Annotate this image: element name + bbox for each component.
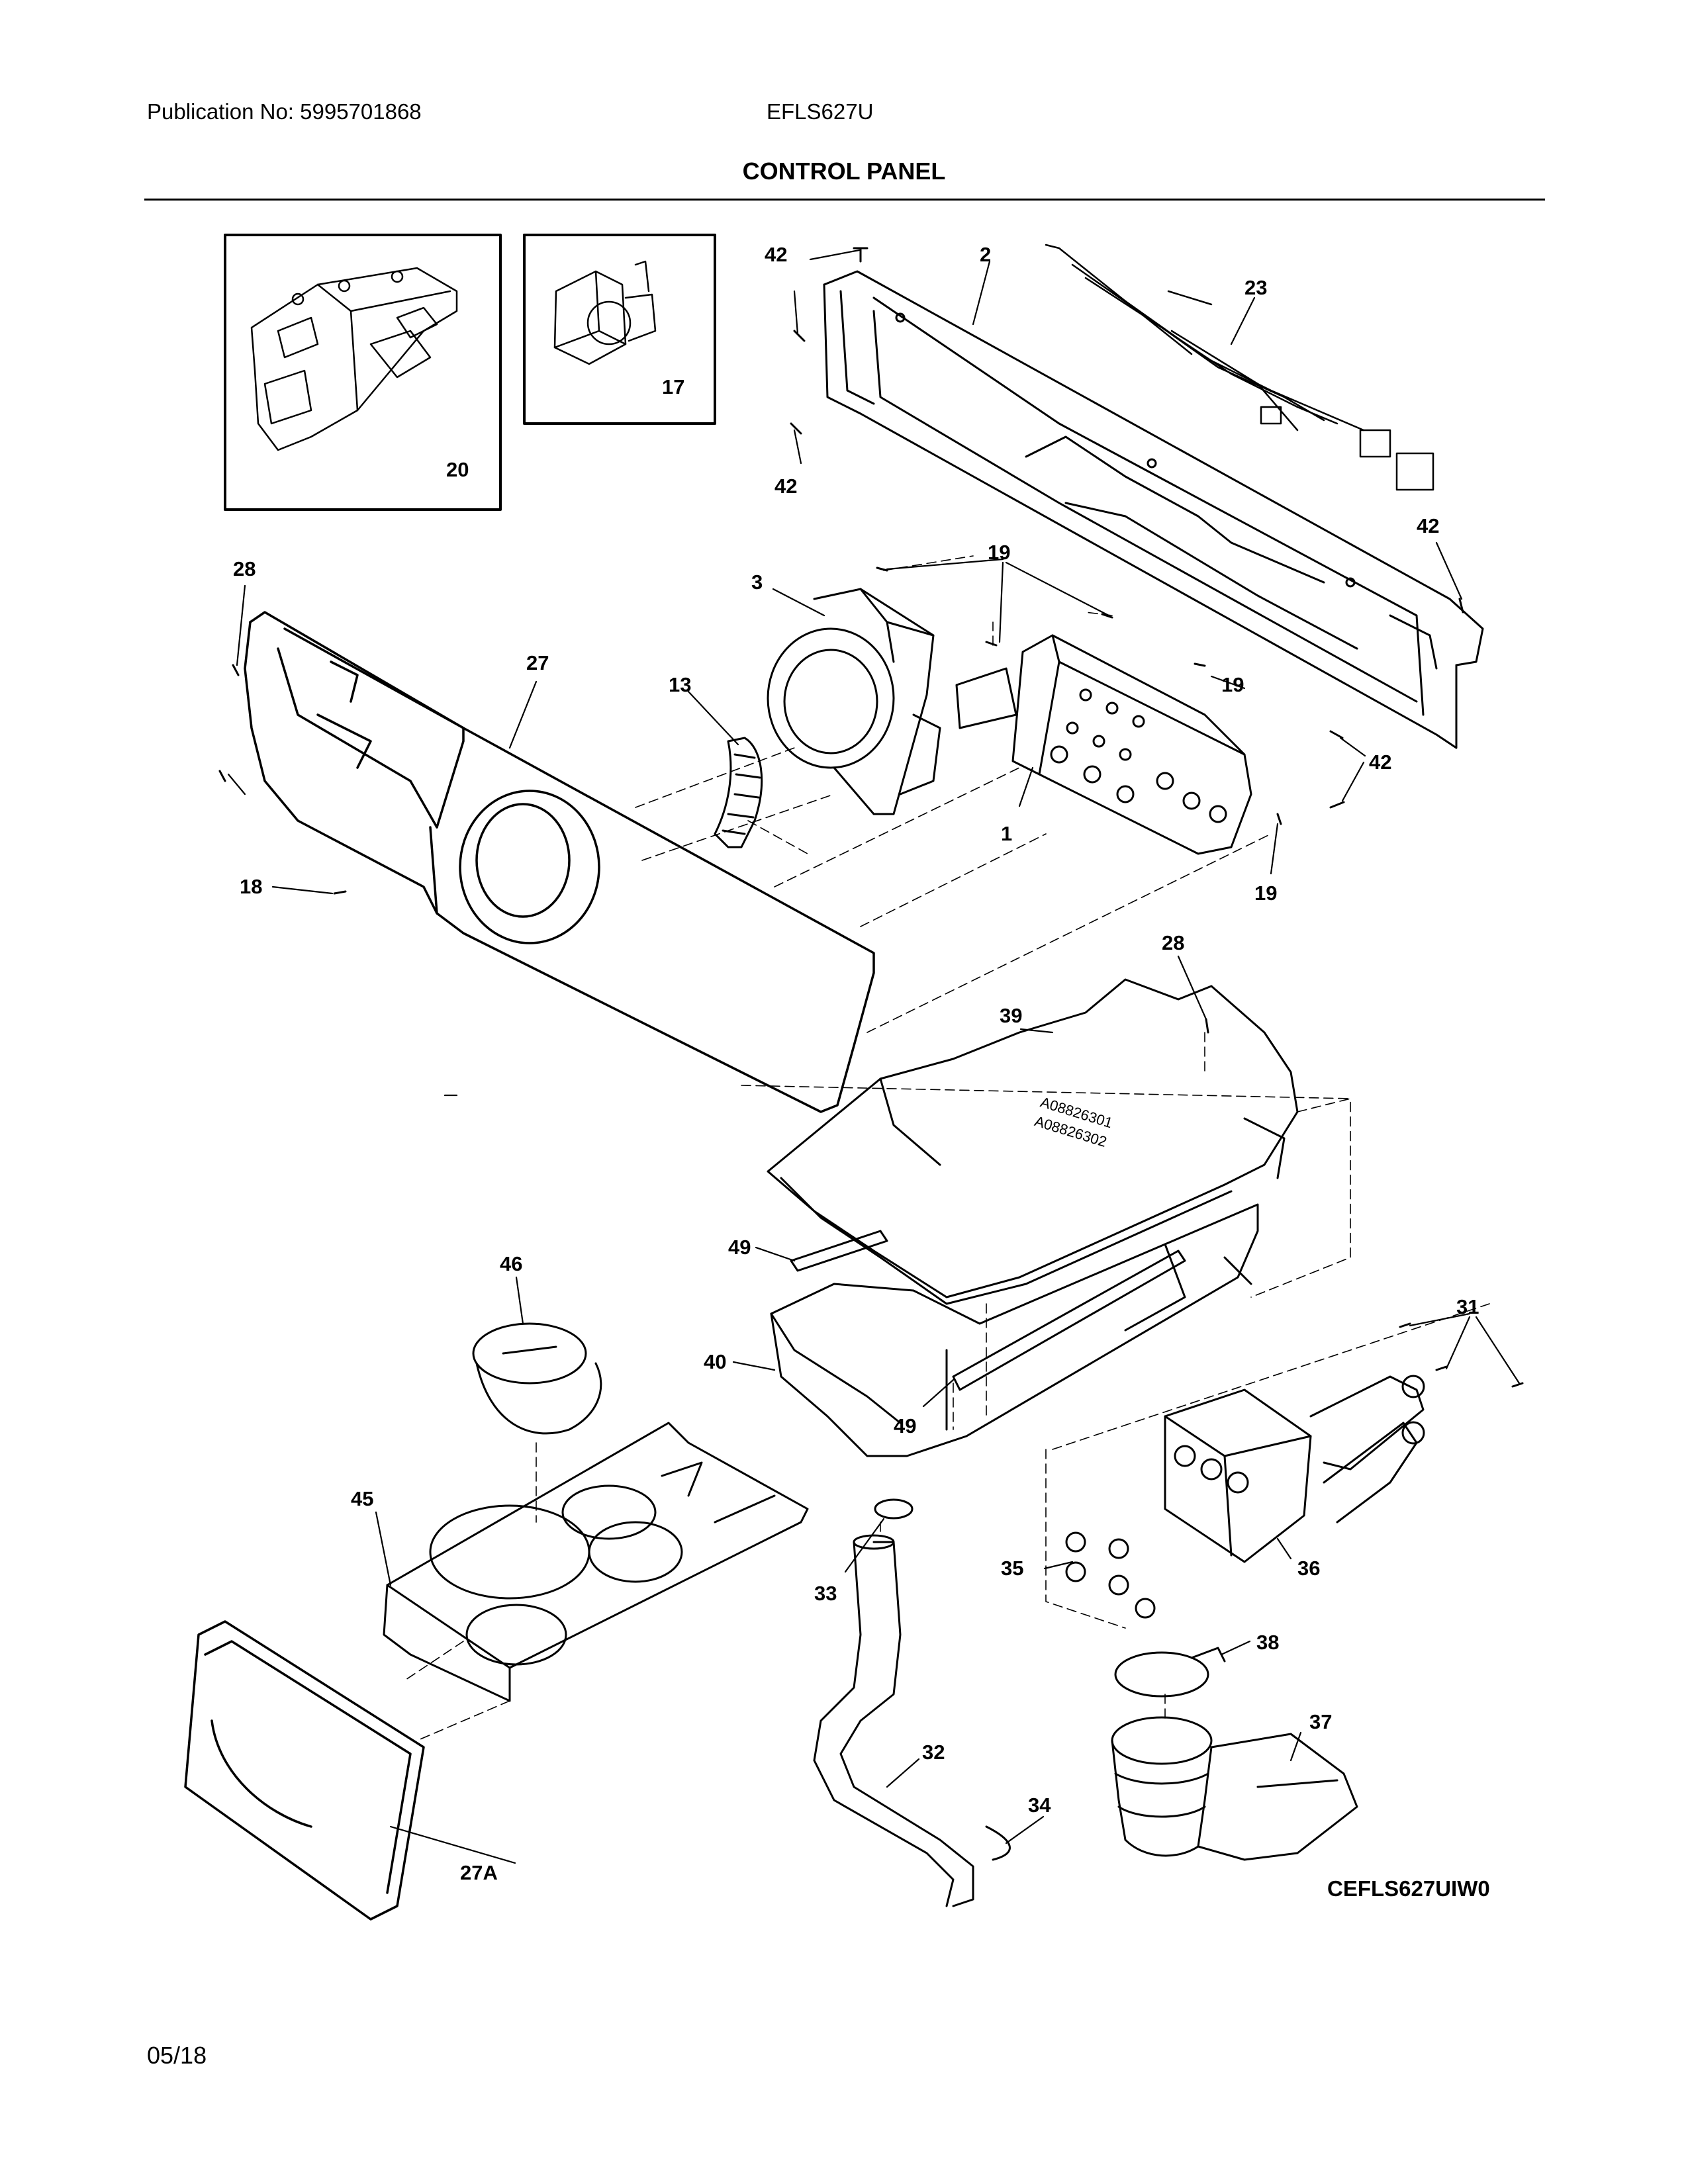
- callout-32: 32: [922, 1741, 945, 1764]
- screw-31-b: [1435, 1365, 1448, 1371]
- cover-stamp: A08826301 A08826302: [1033, 1094, 1115, 1151]
- part-27A-drawer-front: [184, 1620, 425, 1921]
- callout-34: 34: [1028, 1794, 1051, 1817]
- part-35-flow-restrictors: [1065, 1531, 1156, 1619]
- callout-27A: 27A: [460, 1861, 498, 1884]
- callout-13: 13: [669, 673, 691, 696]
- callout-49-low: 49: [894, 1414, 916, 1437]
- screw-18-b: [333, 890, 347, 895]
- part-2-console-frame: [823, 270, 1484, 749]
- screw-42-mid: [790, 422, 802, 435]
- inset-box-20: [224, 234, 502, 511]
- callout-35: 35: [1001, 1557, 1023, 1580]
- screw-19-d: [1194, 662, 1206, 667]
- callout-23: 23: [1244, 276, 1267, 299]
- callout-39: 39: [1000, 1004, 1022, 1027]
- callout-2: 2: [980, 243, 991, 266]
- callout-42-low: 42: [1369, 751, 1391, 774]
- part-45-drawer: [383, 1422, 809, 1702]
- screw-42-low-b: [1329, 801, 1345, 809]
- part-33-seal-ring: [874, 1498, 914, 1520]
- part-37-bellows: [1111, 1716, 1358, 1861]
- callout-36: 36: [1297, 1557, 1320, 1580]
- callout-40: 40: [704, 1350, 726, 1373]
- leader-lines: [227, 249, 1521, 1864]
- callout-38: 38: [1256, 1631, 1279, 1654]
- callout-31: 31: [1456, 1295, 1479, 1318]
- callout-37: 37: [1309, 1710, 1332, 1733]
- part-36-water-valve: [1164, 1375, 1425, 1563]
- callout-1: 1: [1001, 822, 1012, 845]
- callout-28-cover: 28: [1162, 931, 1184, 954]
- screw-28-cover: [1205, 1018, 1209, 1034]
- inset-part-20: [250, 267, 458, 451]
- part-23-wire-harness: [1045, 244, 1434, 491]
- diagram-code: CEFLS627UIW0: [1327, 1876, 1490, 1901]
- revision-date: 05/18: [147, 2042, 207, 2069]
- screw-42-right: [1458, 598, 1464, 614]
- model-number: EFLS627U: [767, 99, 874, 124]
- part-27-console-panel: [244, 611, 875, 1113]
- screw-31-c: [1511, 1382, 1524, 1388]
- callout-46: 46: [500, 1252, 522, 1275]
- callout-17: 17: [662, 375, 684, 398]
- part-38-clamp: [1114, 1647, 1226, 1698]
- part-3-selector-knob: [767, 588, 941, 815]
- callout-20: 20: [446, 458, 469, 481]
- callout-28-left: 28: [233, 557, 256, 580]
- alignment-lines: [403, 555, 1490, 1741]
- part-13-light-guide: [714, 737, 763, 848]
- part-39-dispenser-cover: [767, 978, 1299, 1305]
- callout-labels: 42 2 23 42 42 28 27 19 3 13 19 42 1 18 1…: [233, 243, 1479, 1884]
- callout-42-mid: 42: [774, 475, 797, 498]
- callout-18: 18: [240, 875, 262, 898]
- inset-box-17: [523, 234, 716, 425]
- part-49-rail-right: [952, 1250, 1186, 1391]
- screw-19-e: [1276, 813, 1282, 825]
- screw-19-b: [985, 641, 998, 647]
- screws: [218, 247, 1524, 1388]
- part-40-dispenser-housing: [770, 1203, 1259, 1457]
- callout-19-right: 19: [1221, 673, 1244, 696]
- callout-33: 33: [814, 1582, 837, 1605]
- screw-31-a: [1399, 1322, 1411, 1328]
- part-49-rail-left: [790, 1230, 888, 1272]
- callout-42-right: 42: [1417, 514, 1439, 537]
- callout-27: 27: [526, 651, 549, 674]
- callout-19-top: 19: [988, 541, 1010, 564]
- screw-42-top: [853, 247, 868, 263]
- page-title: CONTROL PANEL: [742, 158, 946, 185]
- part-1-control-board: [955, 634, 1252, 855]
- callout-42-top: 42: [765, 243, 787, 266]
- screw-18-a: [218, 770, 226, 782]
- screw-28-left: [232, 664, 240, 676]
- publication-number: Publication No: 5995701868: [147, 99, 422, 124]
- callout-49-top: 49: [728, 1236, 751, 1259]
- callout-45: 45: [351, 1487, 373, 1510]
- inset-part-17: [553, 260, 657, 365]
- part-32-hose: [813, 1534, 974, 1907]
- part-34-clamp: [985, 1825, 1011, 1861]
- screw-42-left: [793, 330, 806, 342]
- screw-42-low-a: [1329, 730, 1344, 739]
- part-46-cup: [472, 1322, 602, 1435]
- callout-3: 3: [751, 570, 763, 594]
- callout-19-low: 19: [1254, 882, 1277, 905]
- header-rule: [144, 199, 1545, 201]
